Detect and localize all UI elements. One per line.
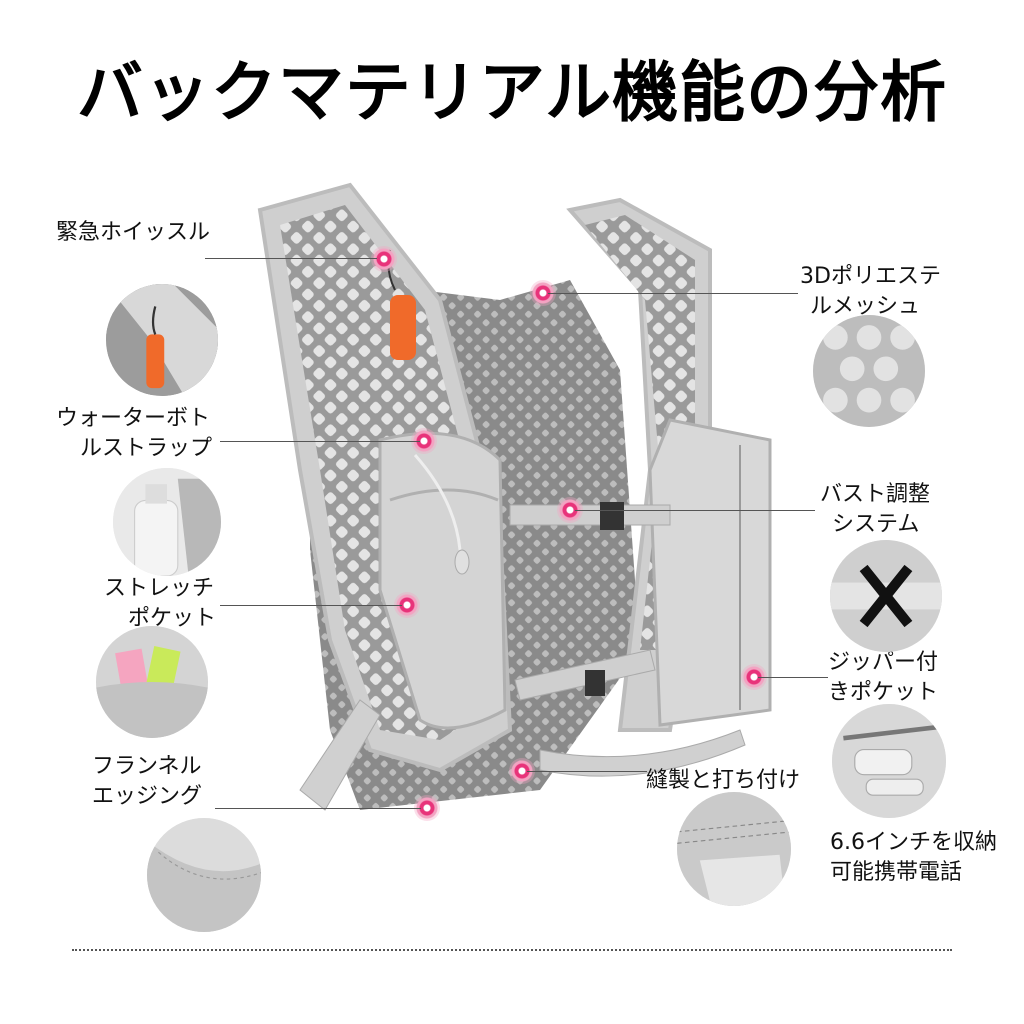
zipper-detail-image [832,704,946,818]
vest-illustration [257,182,772,811]
page-title: バックマテリアル機能の分析 [76,54,948,131]
whistle-label: 緊急ホイッスル [56,220,211,245]
bust-detail-image [830,540,942,652]
stretch-pocket-line [220,605,402,606]
mesh-label-line1: 3Dポリエステ [800,264,941,289]
zipper-line [758,677,828,678]
whistle-marker-icon [371,246,397,272]
bust-line [575,510,815,511]
whistle-detail-image [106,284,218,396]
mesh-line [548,293,798,294]
flannel-label-line1: フランネル [92,754,202,779]
whistle-line [205,258,377,259]
flannel-line [215,808,421,809]
mesh-detail-image [813,315,925,427]
stretch-pocket-detail-image [96,626,208,738]
bottle-strap-line [220,441,420,442]
bust-label-line2: システム [832,512,920,537]
flannel-detail-image [147,818,261,932]
bust-label-line1: バスト調整 [820,482,931,507]
zipper-label-line2: きポケット [828,680,939,705]
mesh-label-line2: ルメッシュ [810,294,921,319]
stitch-detail-image [677,792,791,906]
stitch-label: 縫製と打ち付け [646,768,801,793]
stitch-line [527,771,647,772]
flannel-label-line2: エッジング [92,784,203,809]
bottle-detail-image [113,468,221,576]
zipper-label-line1: ジッパー付 [828,650,939,675]
bottle-strap-label-line1: ウォーターボト [56,406,211,431]
stretch-pocket-label-line1: ストレッチ [104,576,215,601]
bottom-divider [72,949,952,951]
phone-label-line1: 6.6インチを収納 [830,830,997,855]
phone-label-line2: 可能携帯電話 [830,860,963,885]
bottle-strap-label-line2: ルストラップ [80,436,213,461]
